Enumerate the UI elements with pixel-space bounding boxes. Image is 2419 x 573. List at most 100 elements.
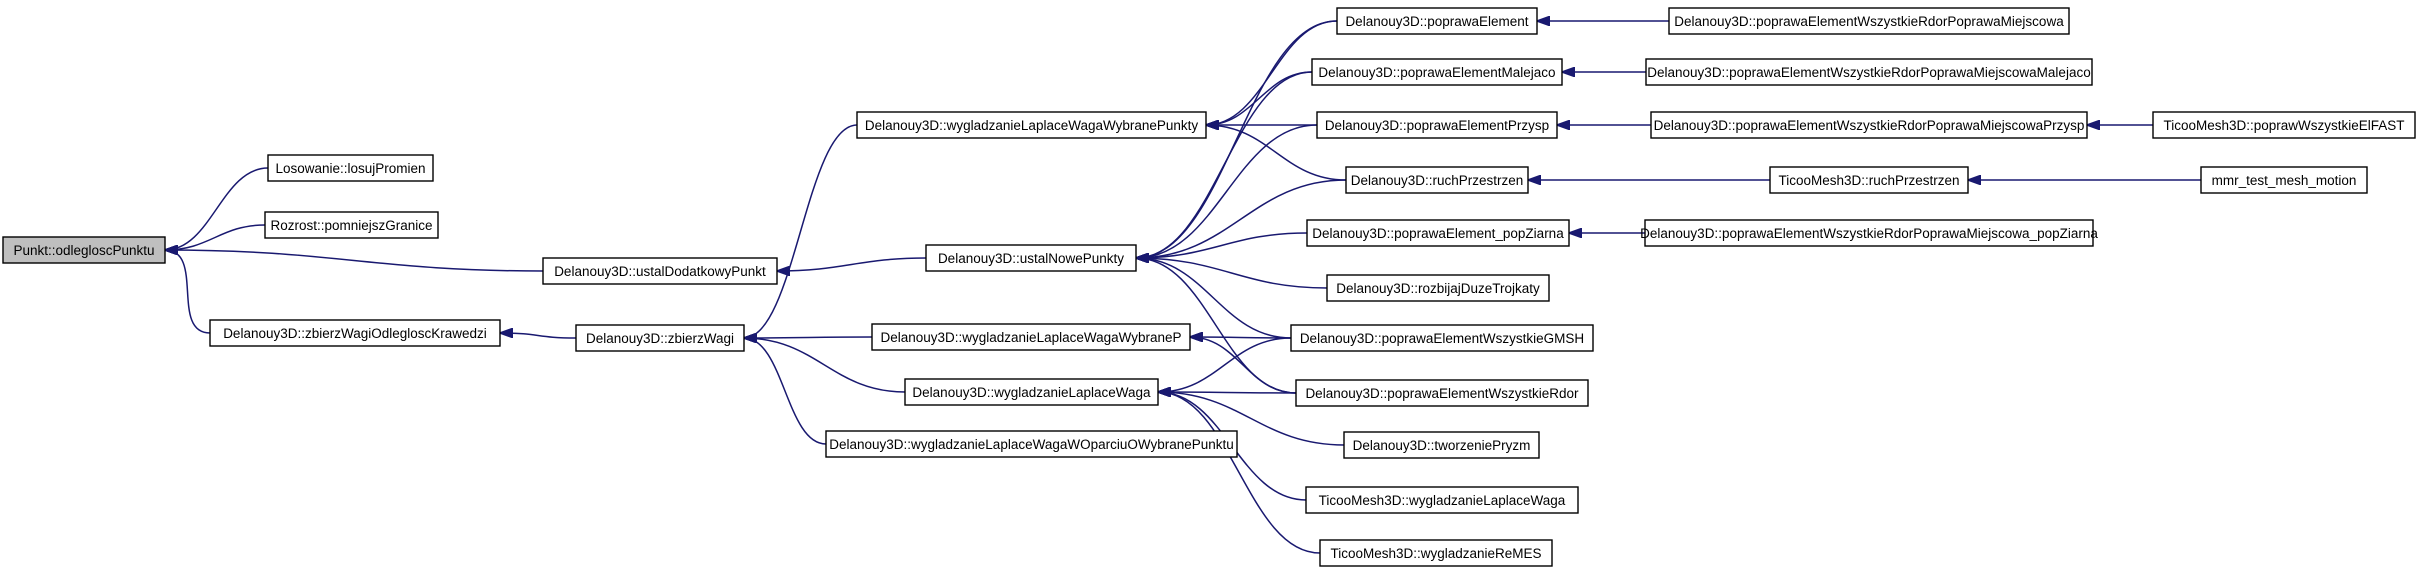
edge-popMalejaco-to-wygWybranePunkty — [1206, 71, 1313, 125]
node-wygWOparciu[interactable]: Delanouy3D::wygladzanieLaplaceWagaWOparc… — [825, 430, 1238, 458]
node-label: Rozrost::pomniejszGranice — [270, 218, 432, 233]
node-popRdor[interactable]: Delanouy3D::poprawaElementWszystkieRdor — [1295, 379, 1589, 407]
node-zbierzWagi[interactable]: Delanouy3D::zbierzWagi — [575, 324, 745, 352]
node-label: Delanouy3D::ustalDodatkowyPunkt — [554, 264, 766, 279]
node-label: mmr_test_mesh_motion — [2212, 173, 2357, 188]
node-wygWaga[interactable]: Delanouy3D::wygladzanieLaplaceWaga — [904, 378, 1159, 406]
node-ustalDodatkowy[interactable]: Delanouy3D::ustalDodatkowyPunkt — [542, 257, 778, 285]
node-popMiejscowaMalejaco[interactable]: Delanouy3D::poprawaElementWszystkieRdorP… — [1645, 58, 2093, 86]
node-label: Delanouy3D::poprawaElementWszystkieGMSH — [1300, 331, 1584, 346]
node-label: TicooMesh3D::poprawWszystkieElFAST — [2163, 118, 2404, 133]
node-label: Delanouy3D::poprawaElementMalejaco — [1318, 65, 1555, 80]
node-ticoWyg[interactable]: TicooMesh3D::wygladzanieLaplaceWaga — [1305, 486, 1579, 514]
node-box — [2152, 111, 2416, 139]
edge-ruchPrzestrzen-to-ustalNowe — [1136, 179, 1347, 258]
edge-tworzenie-to-wygWaga — [1158, 392, 1345, 446]
node-label: Delanouy3D::ruchPrzestrzen — [1351, 173, 1524, 188]
node-label: Punkt::odlegloscPunktu — [13, 243, 154, 258]
node-popZiarna[interactable]: Delanouy3D::poprawaElement_popZiarna — [1306, 219, 1570, 247]
node-label: Delanouy3D::poprawaElementWszystkieRdorP… — [1640, 226, 2098, 241]
node-box — [825, 430, 1238, 458]
node-label: Delanouy3D::ustalNowePunkty — [938, 251, 1124, 266]
node-label: Delanouy3D::rozbijajDuzeTrojkaty — [1336, 281, 1540, 296]
node-popMiejscowa[interactable]: Delanouy3D::poprawaElementWszystkieRdorP… — [1668, 7, 2070, 35]
node-label: Delanouy3D::poprawaElementWszystkieRdorP… — [1654, 118, 2085, 133]
edge-losowanie-to-root — [165, 167, 269, 250]
edge-popGMSH-to-ustalNowe — [1136, 258, 1292, 339]
node-box — [1316, 111, 1558, 139]
node-popMalejaco[interactable]: Delanouy3D::poprawaElementMalejaco — [1311, 58, 1563, 86]
node-box — [2, 236, 166, 264]
node-box — [1769, 166, 1969, 194]
node-root[interactable]: Punkt::odlegloscPunktu — [2, 236, 166, 264]
edge-wygWOparciu-to-zbierzWagi — [744, 338, 827, 445]
edge-wygWybraneP-to-zbierzWagi — [744, 337, 873, 338]
edge-wygWybranePunkty-to-zbierzWagi — [744, 124, 858, 338]
node-box — [1295, 379, 1589, 407]
node-ruchPrzestrzen[interactable]: Delanouy3D::ruchPrzestrzen — [1345, 166, 1529, 194]
node-box — [1668, 7, 2070, 35]
node-losowanie[interactable]: Losowanie::losujPromien — [267, 154, 434, 182]
node-label: Delanouy3D::wygladzanieLaplaceWaga — [912, 385, 1151, 400]
node-label: TicooMesh3D::wygladzanieReMES — [1330, 546, 1541, 561]
edge-zbierzWagiOdl-to-root — [165, 250, 211, 334]
node-mmrTest[interactable]: mmr_test_mesh_motion — [2200, 166, 2368, 194]
edge-ruchPrzestrzen-to-wygWybranePunkty — [1206, 125, 1347, 181]
node-zbierzWagiOdl[interactable]: Delanouy3D::zbierzWagiOdlegloscKrawedzi — [209, 319, 501, 347]
node-box — [1306, 219, 1570, 247]
edge-ticoReMES-to-wygWaga — [1158, 392, 1321, 554]
edge-rozrost-to-root — [165, 224, 266, 250]
node-popMiejscowaZiarna[interactable]: Delanouy3D::poprawaElementWszystkieRdorP… — [1640, 219, 2098, 247]
edge-popGMSH-to-wygWybraneP — [1190, 337, 1292, 338]
edge-popPrzysp-to-ustalNowe — [1136, 124, 1318, 258]
node-box — [871, 323, 1191, 351]
node-box — [267, 154, 434, 182]
node-box — [1305, 486, 1579, 514]
node-label: Delanouy3D::zbierzWagi — [586, 331, 734, 346]
nodes-layer: Punkt::odlegloscPunktu Losowanie::losujPr… — [2, 7, 2416, 567]
edge-popRdor-to-wygWybraneP — [1190, 337, 1297, 394]
node-tworzenie[interactable]: Delanouy3D::tworzeniePryzm — [1343, 431, 1540, 459]
node-label: Delanouy3D::poprawaElementPrzysp — [1325, 118, 1549, 133]
node-ustalNowe[interactable]: Delanouy3D::ustalNowePunkty — [925, 244, 1137, 272]
node-label: Delanouy3D::poprawaElement — [1345, 14, 1528, 29]
node-label: Delanouy3D::tworzeniePryzm — [1353, 438, 1531, 453]
node-label: Delanouy3D::wygladzanieLaplaceWagaWybran… — [880, 330, 1181, 345]
edges-layer — [165, 21, 2201, 554]
node-label: TicooMesh3D::wygladzanieLaplaceWaga — [1319, 493, 1566, 508]
edge-zbierzWagi-to-zbierzWagiOdl — [500, 333, 577, 339]
node-wygWybraneP[interactable]: Delanouy3D::wygladzanieLaplaceWagaWybran… — [871, 323, 1191, 351]
node-label: Delanouy3D::wygladzanieLaplaceWagaWybran… — [865, 118, 1199, 133]
edge-popZiarna-to-ustalNowe — [1136, 232, 1308, 258]
node-box — [1345, 166, 1529, 194]
node-box — [856, 111, 1207, 139]
node-ticoRuch[interactable]: TicooMesh3D::ruchPrzestrzen — [1769, 166, 1969, 194]
edge-rozbijaj-to-ustalNowe — [1136, 258, 1328, 289]
node-label: Delanouy3D::poprawaElementWszystkieRdor — [1305, 386, 1579, 401]
node-box — [1650, 111, 2088, 139]
node-rozbijaj[interactable]: Delanouy3D::rozbijajDuzeTrojkaty — [1326, 274, 1550, 302]
node-box — [264, 211, 439, 239]
node-ticoReMES[interactable]: TicooMesh3D::wygladzanieReMES — [1319, 539, 1553, 567]
edge-wygWaga-to-zbierzWagi — [744, 338, 906, 393]
node-popPrzysp[interactable]: Delanouy3D::poprawaElementPrzysp — [1316, 111, 1558, 139]
node-popGMSH[interactable]: Delanouy3D::poprawaElementWszystkieGMSH — [1290, 324, 1594, 352]
node-box — [904, 378, 1159, 406]
node-label: Delanouy3D::zbierzWagiOdlegloscKrawedzi — [223, 326, 487, 341]
node-popElement[interactable]: Delanouy3D::poprawaElement — [1336, 7, 1538, 35]
node-rozrost[interactable]: Rozrost::pomniejszGranice — [264, 211, 439, 239]
node-box — [1311, 58, 1563, 86]
node-box — [1645, 58, 2093, 86]
edge-ustalNowe-to-ustalDodatkowy — [777, 257, 927, 271]
edge-popRdor-to-wygWaga — [1158, 392, 1297, 393]
node-box — [1290, 324, 1594, 352]
node-box — [542, 257, 778, 285]
node-ticoPoprawEIFAST[interactable]: TicooMesh3D::poprawWszystkieElFAST — [2152, 111, 2416, 139]
node-box — [209, 319, 501, 347]
node-popMiejscowaPrzysp[interactable]: Delanouy3D::poprawaElementWszystkieRdorP… — [1650, 111, 2088, 139]
node-box — [925, 244, 1137, 272]
node-label: Delanouy3D::poprawaElement_popZiarna — [1312, 226, 1564, 241]
node-wygWybranePunkty[interactable]: Delanouy3D::wygladzanieLaplaceWagaWybran… — [856, 111, 1207, 139]
edge-popMalejaco-to-ustalNowe — [1136, 71, 1313, 258]
node-label: Delanouy3D::wygladzanieLaplaceWagaWOparc… — [829, 437, 1234, 452]
